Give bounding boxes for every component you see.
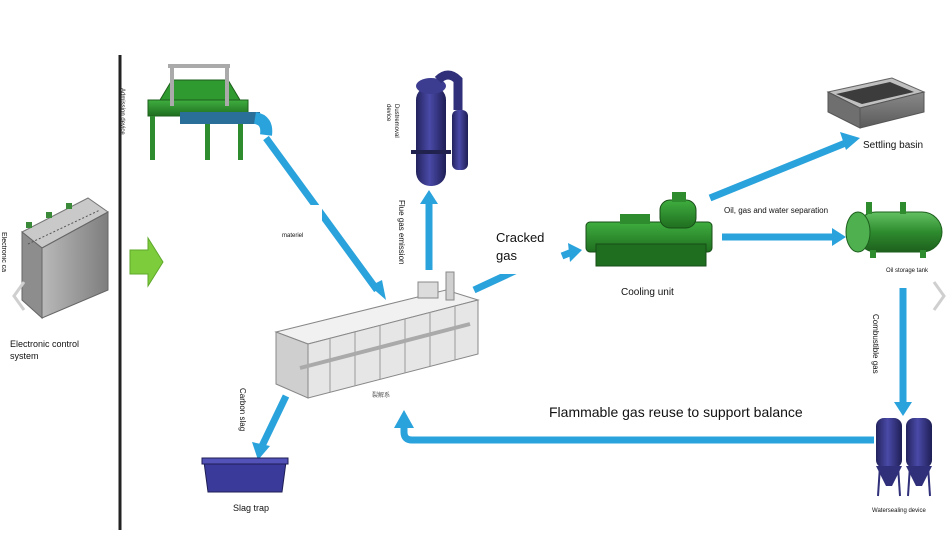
pipe-to-settling xyxy=(708,138,850,202)
carbon-slag-pipe xyxy=(258,394,290,448)
admission-device xyxy=(147,64,273,160)
arrow-down-icon xyxy=(894,402,912,416)
arrow-head-icon xyxy=(568,243,582,262)
arrow-up-icon xyxy=(394,410,414,428)
pyrolysis-reactor xyxy=(274,271,480,399)
label-carbon-slag: Carbon slag xyxy=(238,388,247,432)
settling-basin xyxy=(826,77,926,129)
water-sealing-device xyxy=(876,418,932,497)
flammable-gas-return-pipe xyxy=(400,424,874,444)
label-water-sealing-device: Watersealing device xyxy=(872,508,926,514)
label-cracked-gas: Cracked gas xyxy=(496,230,545,263)
label-electronic-control-system: Electronic control system xyxy=(10,339,80,361)
label-admission-device: Admission device xyxy=(119,88,125,135)
label-materiel: materiel xyxy=(282,233,304,239)
label-oil-gas-water-separation: Oil, gas and water separation xyxy=(724,206,829,215)
arrow-head-icon xyxy=(832,228,846,246)
label-flue-gas-emission: Flue gas emission xyxy=(397,200,406,265)
arrow-down-icon xyxy=(252,442,270,460)
dustremoval-device xyxy=(411,70,468,186)
label-slag-trap: Slag trap xyxy=(233,503,270,513)
label-flammable-gas-reuse: Flammable gas reuse to support balance xyxy=(549,404,803,420)
green-arrow-icon xyxy=(129,236,164,288)
label-reactor-mark: 裂解系 xyxy=(372,393,391,399)
arrow-head-icon xyxy=(370,280,386,300)
cooling-unit xyxy=(585,192,713,267)
slag-trap xyxy=(201,457,289,493)
chevron-right-icon[interactable] xyxy=(932,281,946,311)
label-cooling-unit: Cooling unit xyxy=(621,287,674,298)
oil-storage-tank xyxy=(845,202,943,258)
arrow-up-icon xyxy=(420,190,438,204)
chevron-left-icon[interactable] xyxy=(12,281,26,311)
label-settling-basin: Settling basin xyxy=(863,140,924,151)
arrow-head-icon xyxy=(840,132,860,150)
label-dustremoval-device: Dustremoval device xyxy=(385,104,399,138)
label-electronic-cabinet-vertical: Electronic cabinet xyxy=(0,232,7,272)
electronic-control-cabinet xyxy=(21,197,109,320)
label-oil-storage-tank: Oil storage tank xyxy=(886,268,929,274)
label-combustible-gas: Combustible gas xyxy=(871,314,880,374)
